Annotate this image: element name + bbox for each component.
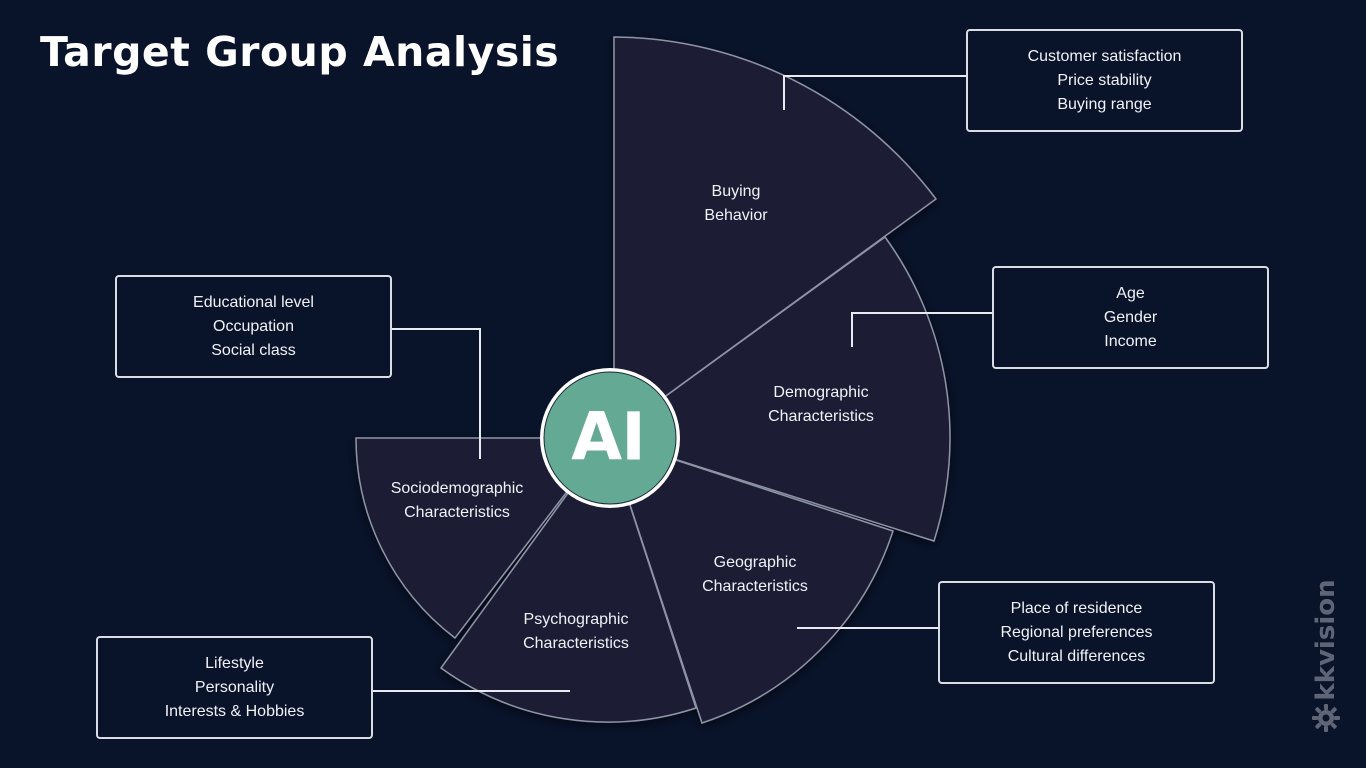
info-item: Regional preferences bbox=[1000, 623, 1153, 641]
segment-label-line: Geographic bbox=[713, 554, 797, 571]
segment-label-geographic: Geographic Characteristics bbox=[702, 551, 808, 599]
segment-label-demographic: Demographic Characteristics bbox=[768, 381, 874, 429]
info-item: Customer satisfaction bbox=[1027, 47, 1182, 65]
info-item: Place of residence bbox=[1010, 599, 1143, 617]
info-item: Gender bbox=[1103, 308, 1158, 326]
info-box-psychographic: Lifestyle Personality Interests & Hobbie… bbox=[96, 636, 373, 739]
info-item: Price stability bbox=[1057, 71, 1152, 89]
segment-label-buying: Buying Behavior bbox=[704, 180, 767, 228]
connector-buying bbox=[783, 75, 966, 110]
segment-label-line: Characteristics bbox=[702, 578, 808, 595]
segment-label-line: Buying bbox=[711, 183, 761, 200]
segment-label-sociodemographic: Sociodemographic Characteristics bbox=[391, 477, 524, 525]
info-item: Social class bbox=[211, 341, 296, 359]
connector-sociodemographic bbox=[392, 328, 481, 459]
info-box-sociodemographic: Educational level Occupation Social clas… bbox=[115, 275, 392, 378]
ai-center-fill bbox=[543, 371, 677, 505]
info-item: Age bbox=[1116, 284, 1145, 302]
page-title: Target Group Analysis bbox=[40, 28, 560, 76]
brand-watermark: kkvision bbox=[1311, 579, 1341, 701]
info-item: Income bbox=[1104, 332, 1157, 350]
ai-center-label: AI bbox=[571, 398, 646, 476]
segment-label-line: Characteristics bbox=[768, 408, 874, 425]
segment-label-line: Demographic bbox=[773, 384, 869, 401]
info-item: Interests & Hobbies bbox=[164, 702, 305, 720]
segment-label-line: Characteristics bbox=[523, 635, 629, 652]
segment-label-line: Characteristics bbox=[404, 504, 510, 521]
info-item: Educational level bbox=[193, 293, 314, 311]
gear-icon bbox=[1312, 704, 1340, 732]
segment-sociodemographic bbox=[355, 437, 610, 640]
info-box-buying: Customer satisfaction Price stability Bu… bbox=[966, 29, 1243, 132]
connector-demographic bbox=[851, 312, 992, 347]
segment-label-line: Sociodemographic bbox=[390, 480, 524, 497]
segment-geographic bbox=[606, 436, 894, 724]
segment-label-line: Psychographic bbox=[523, 611, 629, 628]
segment-psychographic bbox=[439, 436, 697, 723]
info-item: Occupation bbox=[213, 317, 294, 335]
info-item: Lifestyle bbox=[205, 654, 264, 672]
info-item: Cultural differences bbox=[1007, 647, 1146, 665]
info-box-demographic: Age Gender Income bbox=[992, 266, 1269, 369]
segment-label-line: Behavior bbox=[704, 207, 768, 224]
info-box-geographic: Place of residence Regional preferences … bbox=[938, 581, 1215, 684]
info-item: Buying range bbox=[1057, 95, 1152, 113]
info-item: Personality bbox=[194, 678, 275, 696]
segment-label-psychographic: Psychographic Characteristics bbox=[523, 608, 629, 656]
